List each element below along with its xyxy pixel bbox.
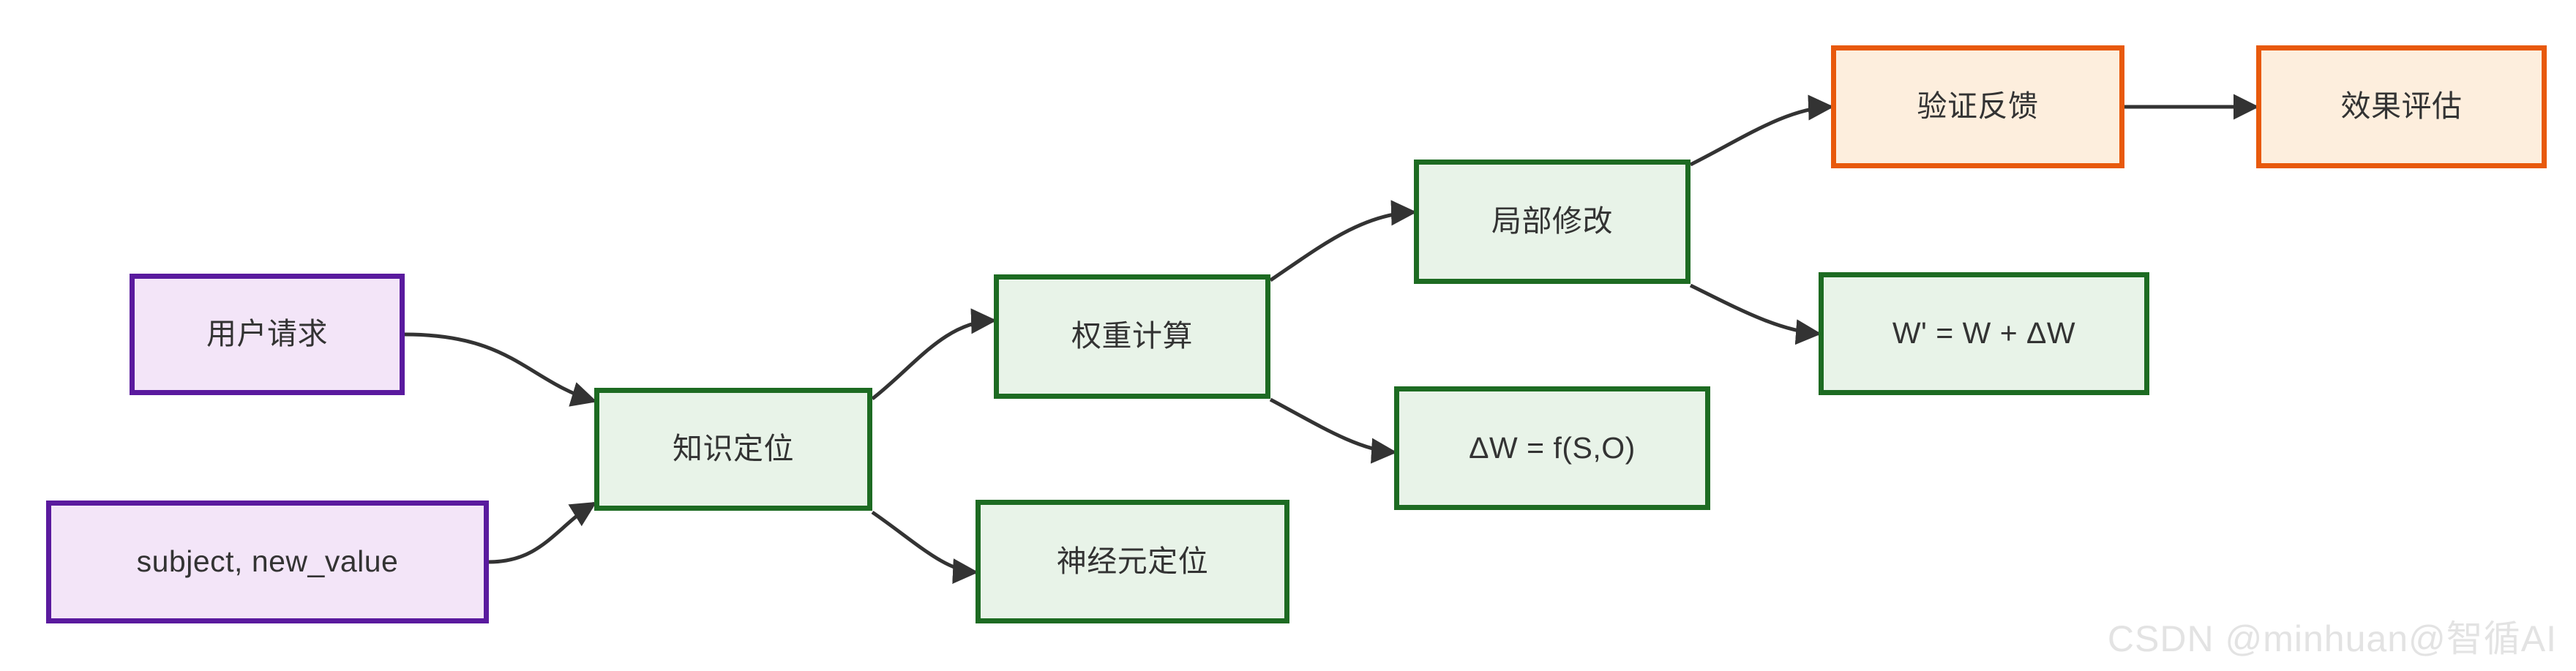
node-verify[interactable]: 验证反馈: [1831, 45, 2124, 168]
edge-local_edit-to-w_update: [1689, 283, 1821, 345]
node-label-local_edit: 局部修改: [1491, 204, 1613, 239]
edge-knowledge_loc-to-weight_calc: [871, 308, 997, 400]
node-effect_eval[interactable]: 效果评估: [2256, 45, 2547, 168]
edge-weight_calc-to-local_edit: [1269, 200, 1417, 282]
edge-local_edit-to-verify: [1689, 94, 1834, 167]
edge-weight_calc-to-delta_w: [1269, 397, 1397, 464]
node-label-weight_calc: 权重计算: [1071, 319, 1193, 353]
node-label-delta_w: ΔW = f(S,O): [1469, 430, 1636, 465]
node-subject_value[interactable]: subject, new_value: [46, 501, 489, 623]
node-label-knowledge_loc: 知识定位: [673, 432, 794, 466]
edge-subject_value-to-knowledge_loc: [488, 501, 597, 564]
node-label-subject_value: subject, new_value: [136, 544, 399, 579]
node-user_request[interactable]: 用户请求: [130, 274, 405, 395]
edge-user_request-to-knowledge_loc: [404, 332, 597, 407]
node-label-effect_eval: 效果评估: [2340, 89, 2463, 124]
node-local_edit[interactable]: 局部修改: [1414, 160, 1690, 284]
node-label-verify: 验证反馈: [1917, 89, 2039, 124]
node-weight_calc[interactable]: 权重计算: [994, 274, 1270, 399]
node-knowledge_loc[interactable]: 知识定位: [594, 388, 872, 511]
node-delta_w[interactable]: ΔW = f(S,O): [1394, 386, 1710, 510]
node-w_update[interactable]: W' = W + ΔW: [1819, 272, 2149, 395]
node-neuron_loc[interactable]: 神经元定位: [976, 500, 1289, 623]
node-label-user_request: 用户请求: [206, 317, 328, 351]
node-label-w_update: W' = W + ΔW: [1892, 316, 2076, 351]
watermark-text: CSDN @minhuan@智循AI: [2107, 618, 2557, 659]
edge-knowledge_loc-to-neuron_loc: [871, 510, 978, 585]
node-label-neuron_loc: 神经元定位: [1056, 544, 1209, 578]
